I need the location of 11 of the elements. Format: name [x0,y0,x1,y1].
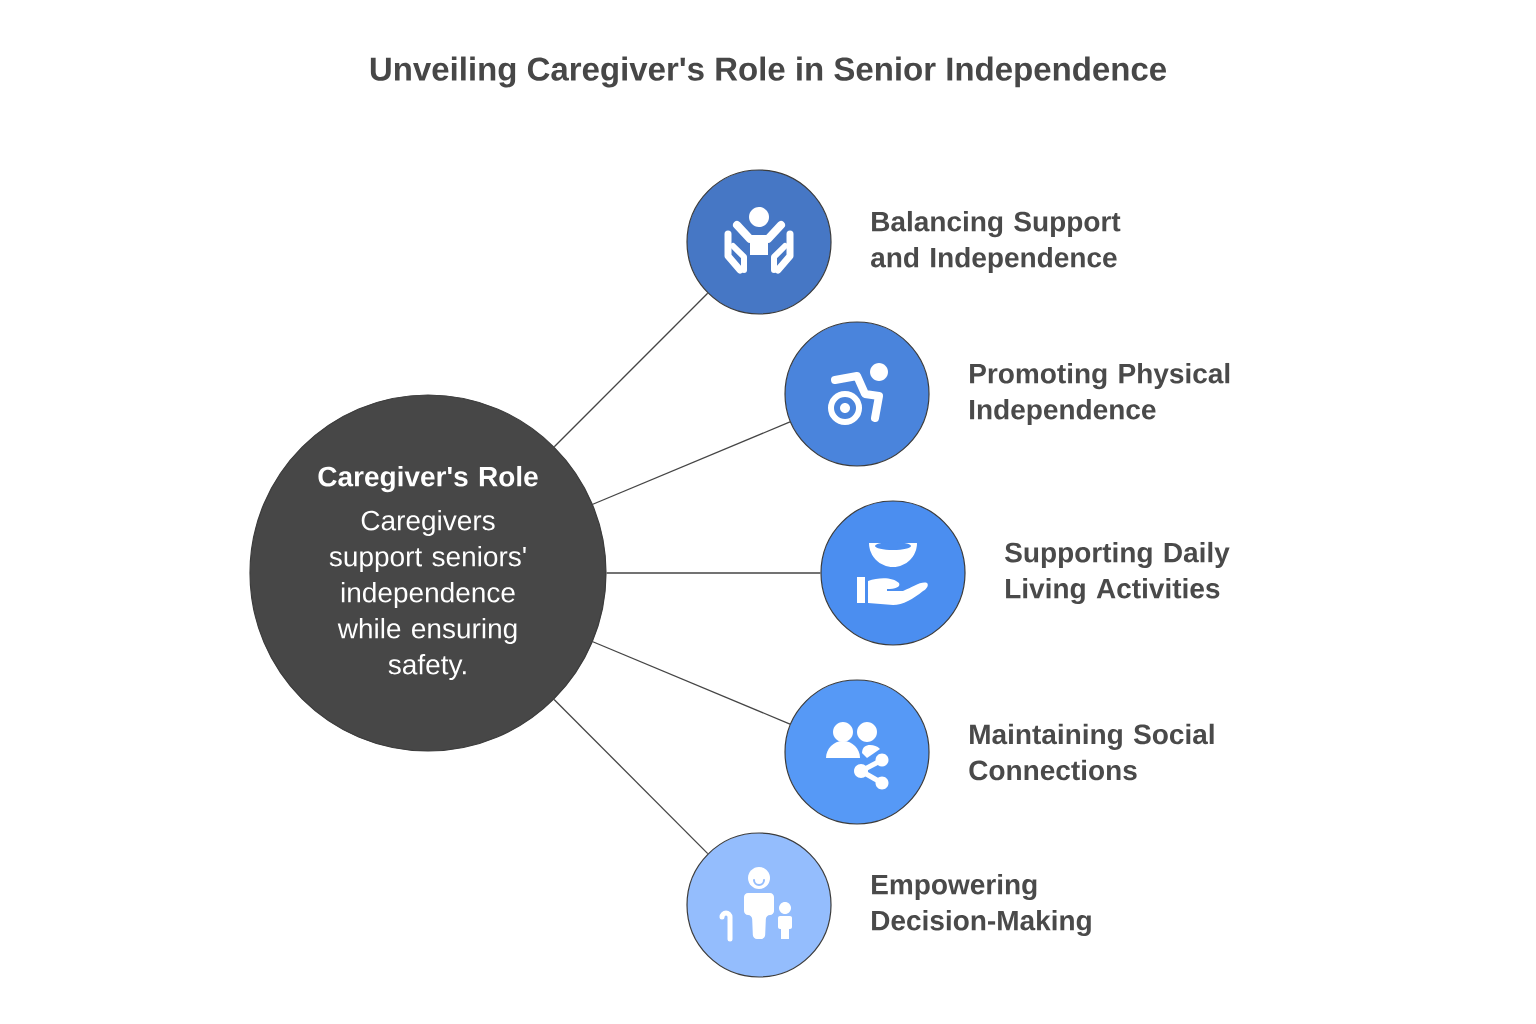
item-label: Balancing Support and Independence [871,210,1121,274]
item-label: Promoting Physical Independence [970,362,1230,426]
title: Unveiling Caregiver's Role in Senior Independence [370,56,1166,88]
item-label: Empowering Decision-Making [872,873,1091,937]
item-label: Supporting Daily Living Activities [1005,541,1230,605]
connector-line [553,698,709,855]
connector-line [553,292,709,448]
connector-line [592,641,791,725]
connector-line [605,572,822,574]
item-label: Maintaining Social Connections [969,723,1214,781]
connector-line [592,421,791,505]
